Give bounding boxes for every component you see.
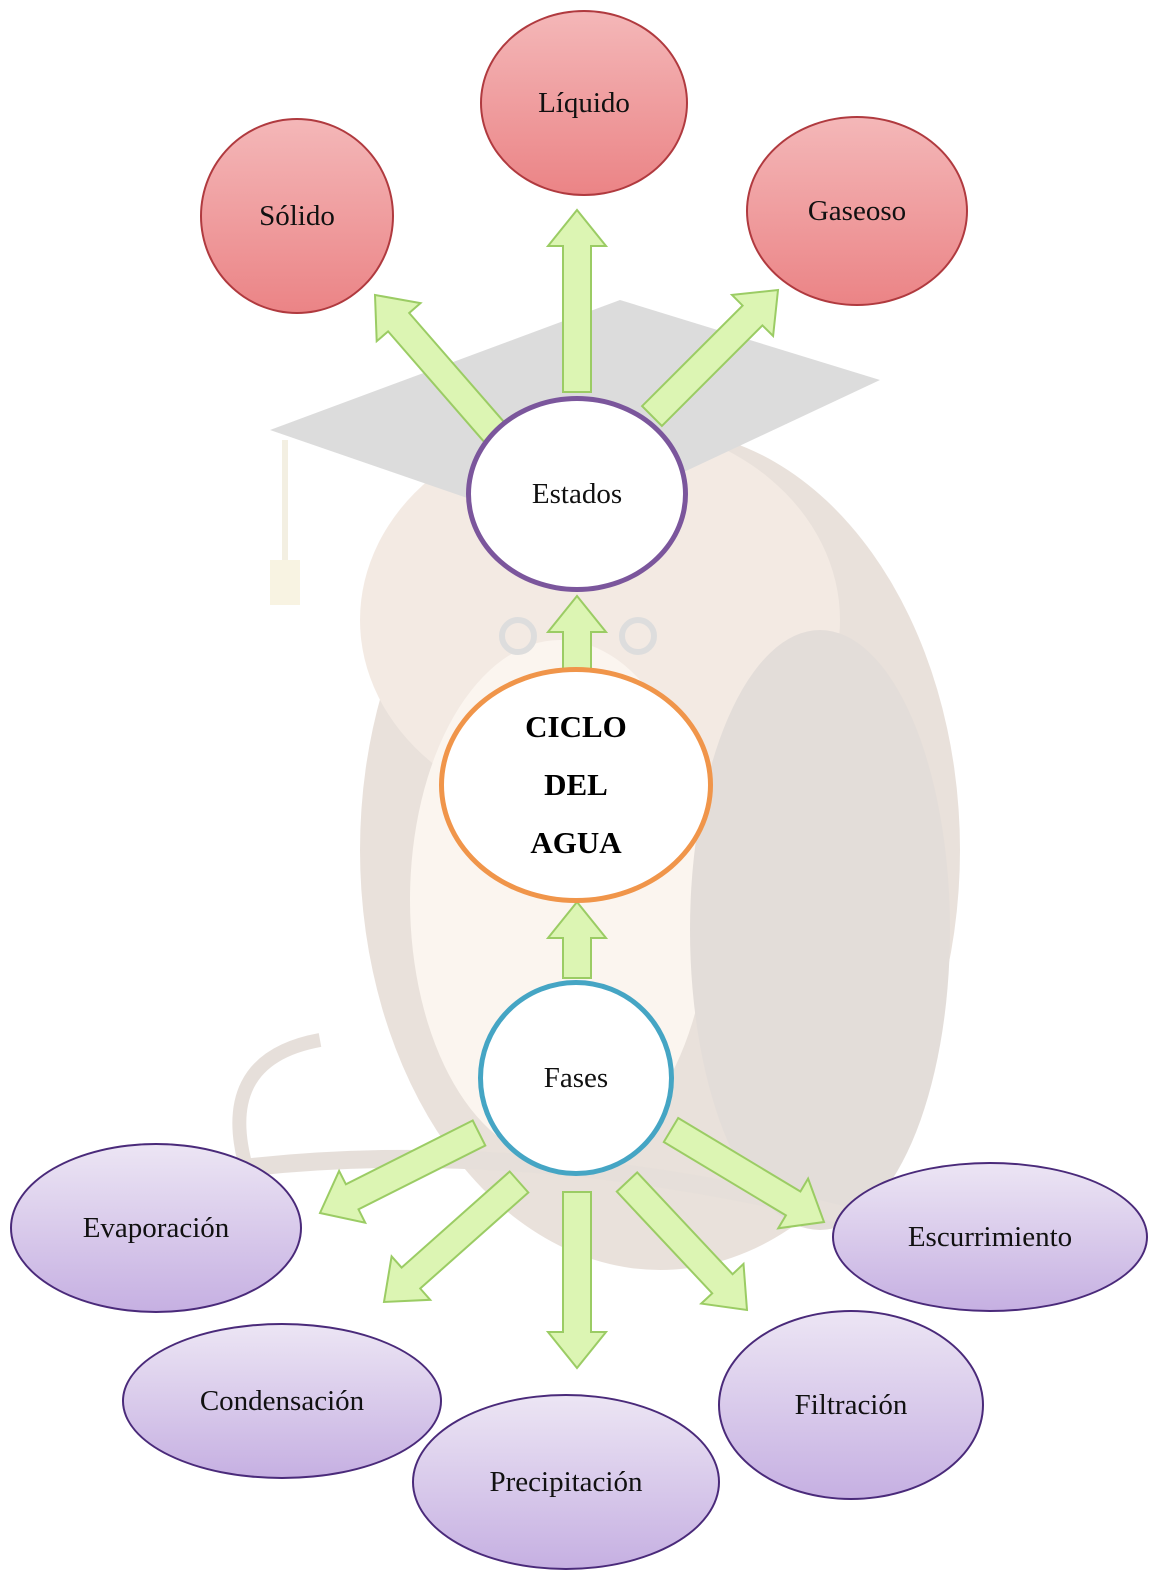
arrow-to-solid — [373, 293, 508, 444]
arrow-phases-to-cycle — [545, 900, 609, 979]
arrow-to-liquid — [545, 208, 609, 393]
state-liquid-label: Líquido — [538, 86, 630, 119]
phase-precipitation-label: Precipitación — [489, 1465, 643, 1498]
arrow-to-runoff — [662, 1116, 826, 1230]
states-hub-node: Estados — [466, 396, 688, 592]
phase-filtration-label: Filtración — [794, 1388, 908, 1421]
phase-evaporation-label: Evaporación — [82, 1211, 230, 1244]
state-liquid-node: Líquido — [480, 10, 688, 196]
cycle-center-title: CICLO DEL AGUA — [525, 698, 627, 872]
phase-runoff-node: Escurrimiento — [832, 1162, 1148, 1312]
states-hub-label: Estados — [531, 477, 623, 510]
arrow-to-condensation — [382, 1170, 530, 1304]
cycle-title-line-3: AGUA — [530, 825, 622, 860]
phase-filtration-node: Filtración — [718, 1310, 984, 1500]
phase-condensation-label: Condensación — [199, 1384, 365, 1417]
state-gaseous-node: Gaseoso — [746, 116, 968, 306]
cycle-title-line-2: DEL — [544, 767, 608, 802]
state-gaseous-label: Gaseoso — [807, 194, 907, 227]
arrow-to-evaporation — [318, 1119, 487, 1225]
arrow-to-filtration — [615, 1170, 749, 1312]
phase-evaporation-node: Evaporación — [10, 1143, 302, 1313]
phases-hub-label: Fases — [543, 1061, 609, 1094]
state-solid-node: Sólido — [200, 118, 394, 314]
arrow-to-gaseous — [640, 288, 780, 428]
state-solid-label: Sólido — [259, 199, 335, 232]
phase-precipitation-node: Precipitación — [412, 1394, 720, 1570]
cycle-center-node: CICLO DEL AGUA — [439, 667, 713, 903]
phases-hub-node: Fases — [478, 980, 674, 1176]
arrow-to-precipitation — [545, 1191, 609, 1370]
arrow-cycle-to-states — [545, 594, 609, 673]
phase-runoff-label: Escurrimiento — [907, 1220, 1073, 1253]
cycle-title-line-1: CICLO — [525, 709, 627, 744]
phase-condensation-node: Condensación — [122, 1323, 442, 1479]
